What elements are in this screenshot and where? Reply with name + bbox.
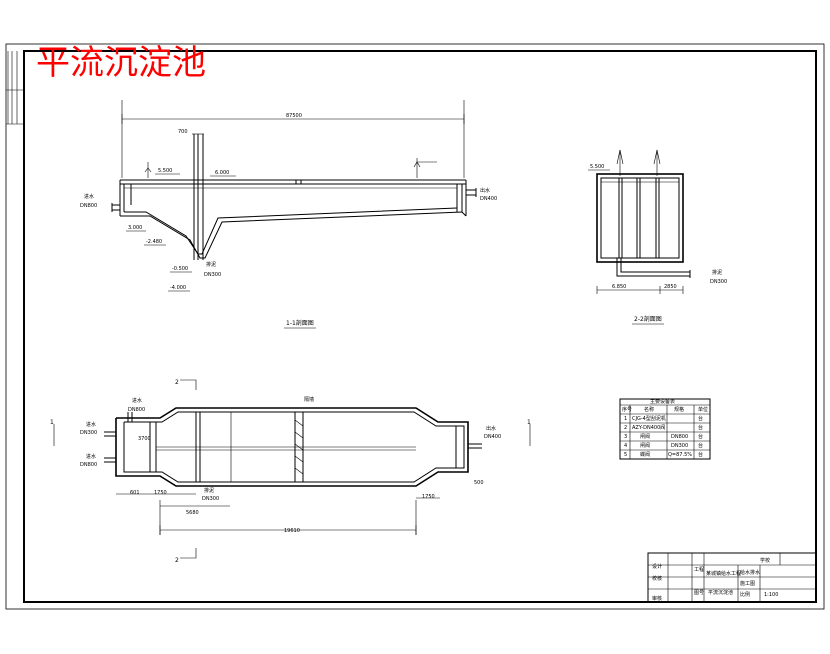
dim-width: 3700 <box>138 436 151 442</box>
table-header-1: 名称 <box>644 406 654 413</box>
tb-scale: 1:100 <box>764 592 778 598</box>
table-header-2: 规格 <box>674 406 684 413</box>
drawing-title: 平流沉淀池 <box>36 43 206 83</box>
plan-inlet-label-c: 进水 <box>86 453 96 460</box>
equipment-table: 主要设备表 序号 名称 规格 单位 1 CJG-4型刮泥机 台 2 AZY-DN… <box>619 398 711 460</box>
sec-mark-1-left: 1 <box>50 419 54 426</box>
sludge-label: 排泥 <box>206 261 216 268</box>
table-cell: AZY-DN400阀 <box>632 424 665 431</box>
tb-scale-label: 比例 <box>740 591 750 598</box>
drawing-frame <box>23 50 817 603</box>
table-cell: 闸阀 <box>640 442 650 449</box>
table-header-0: 序号 <box>622 406 632 413</box>
sec-mark-2-bottom: 2 <box>175 557 179 564</box>
table-cell: 台 <box>698 451 703 458</box>
outlet-dn: DN400 <box>480 196 497 202</box>
tb-drawing-name: 平流沉淀池 <box>708 589 733 596</box>
table-cell: 闸阀 <box>640 433 650 440</box>
plan-inlet-label-b: 进水 <box>86 421 96 428</box>
tb-school: 学校 <box>760 557 770 564</box>
dim-601: 601 <box>130 490 140 496</box>
table-cell: 台 <box>698 424 703 431</box>
table-cell: 台 <box>698 415 703 422</box>
tb-major: 给水排水 <box>740 569 760 576</box>
dim-bottom: 19610 <box>284 528 300 534</box>
table-title: 主要设备表 <box>650 398 675 405</box>
elev-6000: 6.000 <box>215 170 229 176</box>
plan-sludge-label: 排泥 <box>204 487 214 494</box>
elev-neg2480: -2.480 <box>146 239 162 245</box>
table-cell: DN300 <box>671 443 688 449</box>
tb-row3: 审核 <box>652 595 662 602</box>
dim-1750b: 1750 <box>422 494 435 500</box>
section-1-caption: 1-1剖面图 <box>286 319 314 327</box>
dim-5680: 5680 <box>186 510 199 516</box>
tb-design-stage: 施工图 <box>740 580 755 587</box>
tb-row1: 设计 <box>652 563 662 570</box>
sec-mark-2-top: 2 <box>175 379 179 386</box>
dim-total: 87500 <box>286 113 302 119</box>
outlet-label: 出水 <box>480 187 490 194</box>
sheet-border <box>5 43 825 610</box>
tb-project: 某城镇给水工程 <box>706 570 741 577</box>
plan-view: 2 2 1 1 进水 DN <box>50 379 531 564</box>
elev-3000: 3.000 <box>128 225 142 231</box>
table-cell: 3 <box>624 434 627 440</box>
dim-left-b: 6.850 <box>612 284 626 290</box>
section-2-2: 5.500 排泥 DN300 6.850 2850 2-2剖面图 <box>588 149 727 325</box>
inlet-label: 进水 <box>84 193 94 200</box>
tb-design-label: 工程 <box>694 566 704 573</box>
sec-mark-1-right: 1 <box>527 419 531 426</box>
tb-row2: 校核 <box>652 575 662 582</box>
dim-700: 700 <box>178 129 188 135</box>
table-cell: CJG-4型刮泥机 <box>632 415 666 422</box>
plan-inlet-dn-b: DN300 <box>80 430 97 436</box>
baffle-label: 隔墙 <box>304 396 314 403</box>
elev-5500: 5.500 <box>158 168 172 174</box>
table-cell: 台 <box>698 442 703 449</box>
elev-5500-b: 5.500 <box>590 164 604 170</box>
plan-sludge-dn: DN300 <box>202 496 219 502</box>
table-cell: Q=87.5% <box>668 452 692 458</box>
inlet-dn: DN800 <box>80 203 97 209</box>
table-cell: 2 <box>624 425 627 431</box>
table-cell: 1 <box>624 416 627 422</box>
section-1-1: 87500 700 5.500 6.000 <box>80 100 497 329</box>
title-block: 设计 校核 审核 某城镇给水工程 平流沉淀池 学校 给水排水 工程 施工图 图号… <box>647 552 817 603</box>
table-cell: 5 <box>624 452 627 458</box>
sludge-dn: DN300 <box>204 272 221 278</box>
table-header-3: 单位 <box>698 406 708 413</box>
table-cell: DN800 <box>671 434 688 440</box>
dim-right-b: 2850 <box>664 284 677 290</box>
table-cell: 蝶阀 <box>640 451 650 458</box>
section-2-caption: 2-2剖面图 <box>634 315 662 323</box>
plan-outlet-dn: DN400 <box>484 434 501 440</box>
elev-neg0500: -0.500 <box>172 266 188 272</box>
dim-1750: 1750 <box>154 490 167 496</box>
sludge-dn-b: DN300 <box>710 279 727 285</box>
binding-strip <box>6 51 24 125</box>
table-cell: 台 <box>698 433 703 440</box>
table-cell: 4 <box>624 443 627 449</box>
plan-inlet-label-a: 进水 <box>132 397 142 404</box>
tb-drawing-label: 图号 <box>694 590 704 596</box>
sludge-label-b: 排泥 <box>712 269 722 276</box>
plan-outlet-label: 出水 <box>486 425 496 432</box>
plan-inlet-dn-a: DN800 <box>128 407 145 413</box>
plan-inlet-dn-c: DN800 <box>80 462 97 468</box>
elev-neg4000: -4.000 <box>170 285 186 291</box>
dim-500: 500 <box>474 480 484 486</box>
